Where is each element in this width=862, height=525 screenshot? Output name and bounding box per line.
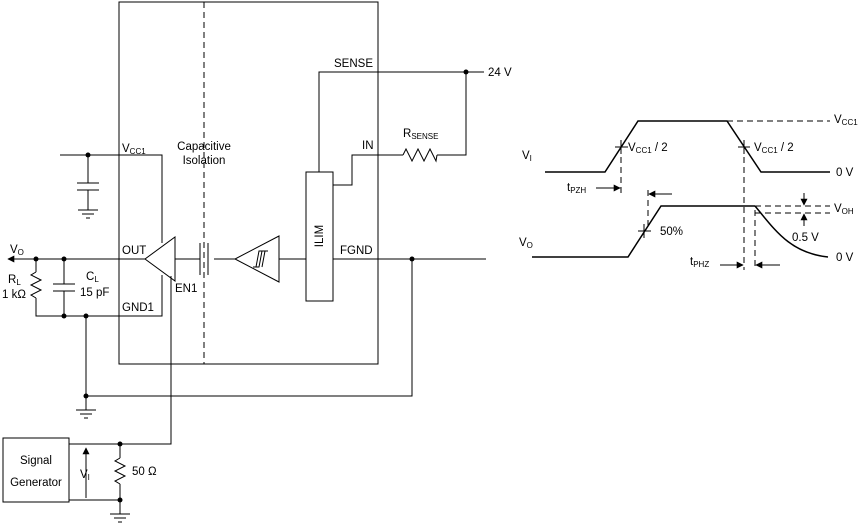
in-wire: [333, 154, 403, 186]
signal-generator-label: Signal: [20, 455, 52, 467]
output-driver: [144, 236, 176, 282]
rl-wire-2: [35, 275, 163, 317]
sense-pin-label: SENSE: [334, 58, 373, 70]
vi-waveform-label: VI: [522, 150, 532, 163]
in-pin-label: IN: [362, 140, 374, 152]
fifty-percent-label: 50%: [660, 226, 683, 238]
cl-label: CL: [86, 271, 99, 284]
cl-value-label: 15 pF: [80, 287, 109, 299]
vcc1-wire: [60, 154, 163, 243]
vi-rise-midpoint-label: VCC1 / 2: [628, 142, 668, 155]
en1-pin-label: EN1: [175, 283, 197, 295]
voh-label: VOH: [834, 203, 854, 216]
timing-diagram: VCC1 VI 0 V VCC1 / 2 VCC1 / 2 tPZH 50% V…: [519, 114, 858, 270]
tphz-label: tPHZ: [690, 256, 709, 269]
isolator-package-box: [118, 1, 379, 365]
fgnd-pin-label: FGND: [340, 245, 373, 257]
rl-resistor: [29, 271, 43, 299]
ilim-block: [305, 171, 334, 302]
rl-value-label: 1 kΩ: [2, 289, 26, 301]
signal-generator-label-2: Generator: [10, 477, 62, 489]
vi-source-label: VI: [80, 469, 90, 482]
ilim-label: ILIM: [314, 225, 326, 247]
zero-volt-label-2: 0 V: [836, 252, 854, 264]
supply-voltage-label: 24 V: [488, 67, 512, 79]
tpzh-label: tPZH: [567, 182, 586, 195]
circuit-schematic: Capacitive Isolation SENSE 24 V IN RSENS…: [2, 1, 512, 523]
gnd1-node: [61, 313, 67, 319]
ground-symbol-2: [76, 409, 96, 419]
supply-node: [463, 69, 469, 75]
half-volt-label: 0.5 V: [792, 232, 819, 244]
rsense-resistor: [402, 147, 438, 163]
capacitive-isolation-label: Capacitive: [177, 141, 231, 153]
r50-label: 50 Ω: [132, 466, 157, 478]
vcc1-pin-label: VCC1: [122, 143, 146, 156]
vcc1-level-label: VCC1: [834, 114, 858, 127]
out-pin-label: OUT: [122, 245, 146, 257]
ground-symbol: [78, 209, 98, 219]
fgnd-node: [409, 256, 415, 262]
vi-waveform: [545, 120, 830, 173]
signal-generator-box: [2, 437, 70, 503]
rsense-label: RSENSE: [403, 128, 438, 141]
hysteresis-symbol: [253, 250, 268, 268]
vo-output-label: VO: [10, 244, 24, 257]
r50-resistor: [113, 457, 127, 485]
rl-label: RL: [8, 274, 21, 287]
en1-wire: [120, 276, 172, 445]
sense-wire: [318, 71, 467, 172]
ground-symbol-3: [110, 513, 130, 523]
fgnd-return-wire: [86, 259, 413, 397]
gnd1-pin-label: GND1: [122, 302, 154, 314]
vo-waveform-label: VO: [519, 237, 533, 250]
zero-volt-label: 0 V: [836, 167, 854, 179]
vi-fall-midpoint-label: VCC1 / 2: [754, 142, 794, 155]
capacitive-isolation-label-2: Isolation: [183, 155, 226, 167]
